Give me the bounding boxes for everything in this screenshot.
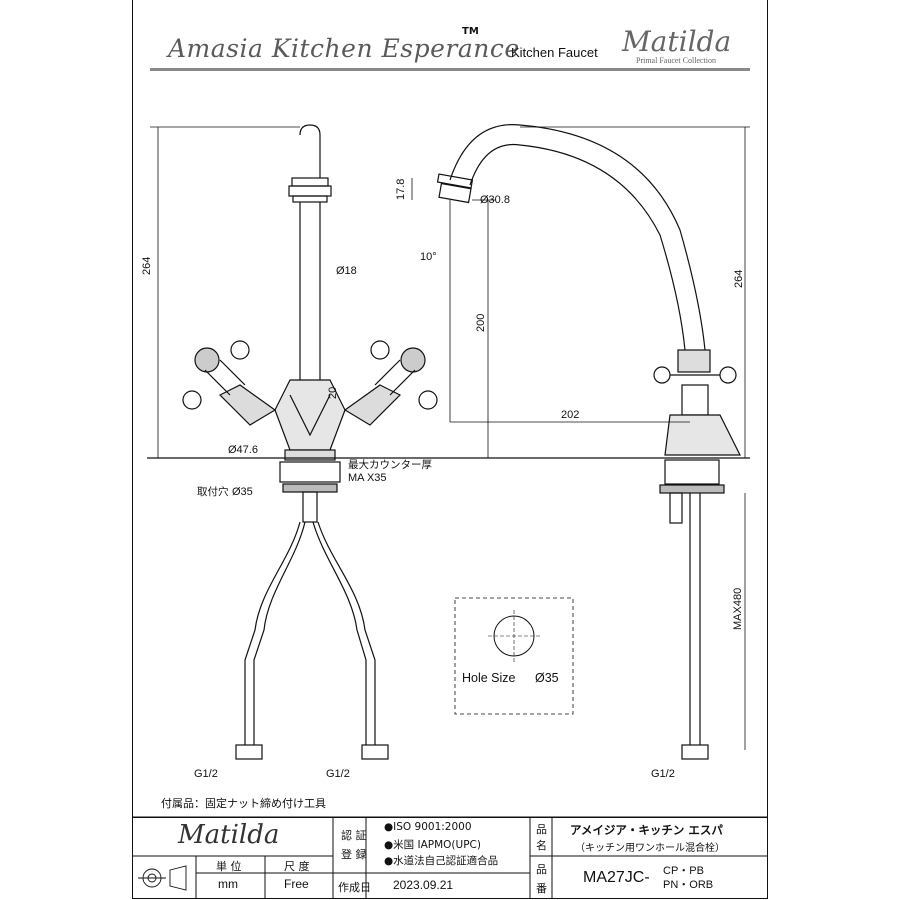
clearance-label: 200 [475,314,487,332]
left-handle-knob-2 [182,390,202,410]
drawing-sheet [132,0,768,899]
thread-left-label: G1/2 [194,768,218,780]
cert-water-act: ●水道法自己認証適合品 [384,855,499,867]
handle-offset-label: 20 [327,387,339,399]
right-base-body [664,414,741,456]
product-label-1: 品 [536,823,547,836]
hole-size-value: Ø35 [535,671,559,685]
accessory-note: 付属品：固定ナット締め付け工具 [161,797,326,810]
right-mount-nut [659,484,725,494]
counter-thickness-label: 最大カウンター厚 [348,458,432,471]
base-diameter-label: Ø47.6 [228,444,258,456]
stem-body [299,202,321,380]
model-number: MA27JC- [583,869,650,886]
right-height-label: 264 [733,270,745,288]
cert-iso: ●ISO 9001:2000 [384,821,472,833]
aerator [438,182,472,204]
left-hose-inner [253,521,306,745]
aerator-height-label: 17.8 [395,179,407,200]
right-hose-inner [312,521,367,745]
hole-size-box [454,597,574,715]
scale-label: 尺 度 [284,860,310,873]
mount-shank [279,461,341,483]
product-label-2: 名 [536,839,547,852]
matilda-logo: Matilda [622,25,732,58]
left-height-label: 264 [141,257,153,275]
hose-length-label: MAX480 [732,588,744,630]
cert-iapmo: ●米国 IAPMO(UPC) [384,839,481,851]
left-handle-knob-1 [230,340,250,360]
right-handle-arm [343,384,402,426]
stem-top [299,124,321,178]
finish-options-1: CP・PB [663,865,704,877]
base-flange [284,449,336,461]
right-handle-knob-2 [418,390,438,410]
left-handle-shaft [204,359,246,396]
right-hose [317,521,376,745]
cert-label-1: 認 証 [341,829,367,842]
reach-label: 202 [561,409,579,421]
spout-angle-label: 10° [420,251,437,263]
right-fitting [361,744,389,760]
title-block-logo: Matilda [178,820,280,850]
number-label-1: 品 [536,863,547,876]
counter-thickness-value: MA X35 [348,472,387,484]
left-handle-arm [218,384,277,426]
right-view-fitting [681,744,709,760]
scale-value: Free [284,877,309,891]
header-rule [150,68,750,71]
aerator-ring [436,173,474,189]
brand-title: Amasia Kitchen Esperance [168,34,520,63]
thread-right-label: G1/2 [651,768,675,780]
projection-symbol-icon [138,865,187,891]
trademark-mark: TM [462,26,479,37]
product-name: アメイジア・キッチン エスパ [570,823,723,837]
created-value: 2023.09.21 [393,878,454,892]
spout-outer [449,124,706,351]
finish-options-2: PN・ORB [663,879,714,891]
number-label-2: 番 [536,882,547,895]
aerator-diameter-label: Ø30.8 [480,194,510,206]
stem-diameter-label: Ø18 [336,265,357,277]
left-hose [244,521,301,745]
logo-tagline: Primal Faucet Collection [636,56,716,65]
spout-inner [469,143,686,351]
product-description: （キッチン用ワンホール混合栓） [575,843,725,854]
bolt [302,491,318,523]
mount-hole-value: Ø35 [232,486,253,498]
created-label: 作成日 [338,881,371,894]
product-category: Kitchen Faucet [511,45,598,60]
right-handle-knob-1 [370,340,390,360]
right-handle-shaft [374,359,416,396]
thread-middle-label: G1/2 [326,768,350,780]
mount-hole-label: 取付穴 [197,485,229,498]
left-fitting [235,744,263,760]
valve-body-detail [289,394,331,437]
stem-ring-3 [292,195,328,203]
right-mount-shank [664,459,720,485]
hole-size-label: Hole Size [462,671,516,685]
right-bolt [669,492,683,524]
right-valve-cap [677,349,711,373]
unit-value: mm [218,877,238,891]
right-hose [689,493,701,745]
unit-label: 単 位 [216,860,242,873]
cert-label-2: 登 録 [341,848,367,861]
